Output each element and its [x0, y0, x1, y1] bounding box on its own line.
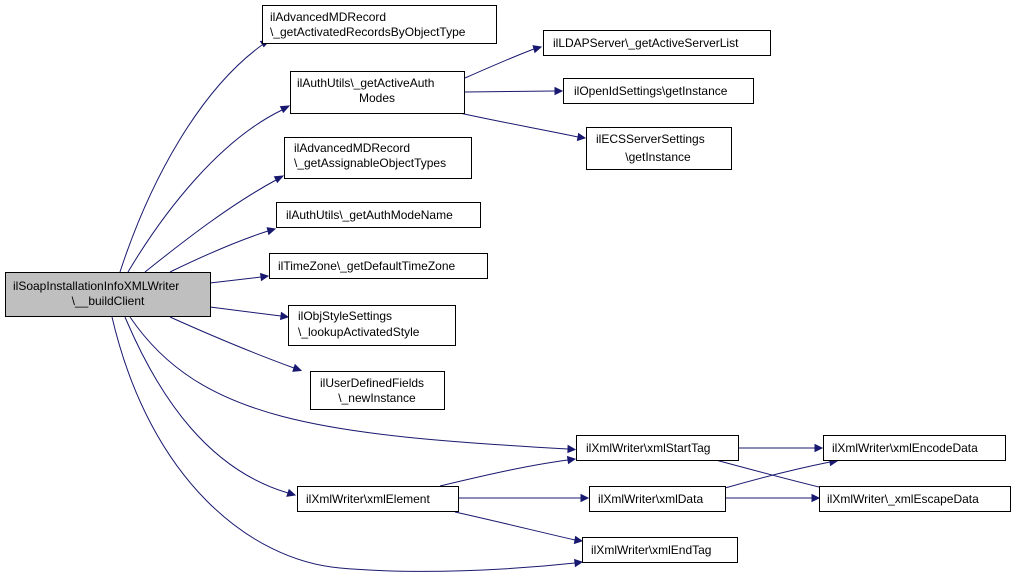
node-root-build-client[interactable]: ilSoapInstallationInfoXMLWriter \__build… — [5, 272, 211, 317]
svg-text:ilSoapInstallationInfoXMLWrite: ilSoapInstallationInfoXMLWriter — [13, 279, 179, 293]
edge-root-to-xml-element — [124, 316, 297, 497]
edge-xml-data-to-escape-data — [726, 493, 821, 503]
svg-text:\getInstance: \getInstance — [625, 150, 691, 164]
svg-text:ilTimeZone\_getDefaultTimeZone: ilTimeZone\_getDefaultTimeZone — [278, 259, 456, 273]
svg-text:ilXmlWriter\xmlEncodeData: ilXmlWriter\xmlEncodeData — [832, 441, 978, 455]
svg-text:ilOpenIdSettings\getInstance: ilOpenIdSettings\getInstance — [574, 84, 728, 98]
edge-root-to-lookup-activated-style — [209, 306, 290, 321]
node-get-auth-mode-name[interactable]: ilAuthUtils\_getAuthModeName — [276, 202, 481, 228]
edge-auth-modes-to-ecs — [454, 111, 587, 142]
node-xml-start-tag[interactable]: ilXmlWriter\xmlStartTag — [576, 435, 739, 461]
svg-text:ilECSServerSettings: ilECSServerSettings — [596, 132, 705, 146]
node-xml-encode-data[interactable]: ilXmlWriter\xmlEncodeData — [823, 435, 1006, 461]
svg-text:ilAuthUtils\_getAuthModeName: ilAuthUtils\_getAuthModeName — [286, 208, 453, 222]
node-xml-end-tag[interactable]: ilXmlWriter\xmlEndTag — [582, 537, 738, 563]
edge-root-to-get-default-timezone — [209, 272, 270, 284]
edge-root-to-get-auth-mode-name — [169, 227, 277, 273]
svg-text:\_getAssignableObjectTypes: \_getAssignableObjectTypes — [294, 156, 446, 170]
svg-text:ilAdvancedMDRecord: ilAdvancedMDRecord — [294, 141, 410, 155]
edge-element-to-xml-data — [458, 493, 590, 503]
svg-text:ilXmlWriter\xmlData: ilXmlWriter\xmlData — [598, 492, 703, 506]
edge-root-to-get-activated-records — [119, 40, 271, 273]
svg-text:\_newInstance: \_newInstance — [338, 391, 416, 405]
node-ldap-get-active-server-list[interactable]: ilLDAPServer\_getActiveServerList — [543, 30, 771, 56]
node-xml-escape-data[interactable]: ilXmlWriter\_xmlEscapeData — [819, 486, 1011, 512]
svg-text:\_getActivatedRecordsByObjectT: \_getActivatedRecordsByObjectType — [270, 25, 466, 39]
svg-text:\_lookupActivatedStyle: \_lookupActivatedStyle — [298, 325, 420, 339]
svg-text:ilLDAPServer\_getActiveServerL: ilLDAPServer\_getActiveServerList — [553, 36, 739, 50]
edge-element-to-end-tag — [454, 511, 584, 545]
edge-root-to-get-active-auth-modes — [127, 105, 291, 273]
svg-text:ilObjStyleSettings: ilObjStyleSettings — [298, 309, 392, 323]
svg-text:ilUserDefinedFields: ilUserDefinedFields — [320, 376, 424, 390]
svg-text:ilXmlWriter\_xmlEscapeData: ilXmlWriter\_xmlEscapeData — [827, 492, 979, 506]
edge-auth-modes-to-openid — [464, 86, 564, 96]
node-ecs-server-settings-get-instance[interactable]: ilECSServerSettings \getInstance — [586, 127, 732, 170]
node-get-default-timezone[interactable]: ilTimeZone\_getDefaultTimeZone — [269, 253, 488, 279]
node-get-assignable-object-types[interactable]: ilAdvancedMDRecord \_getAssignableObject… — [284, 137, 472, 179]
svg-text:ilXmlWriter\xmlElement: ilXmlWriter\xmlElement — [306, 492, 430, 506]
node-get-activated-records-by-object-type[interactable]: ilAdvancedMDRecord \_getActivatedRecords… — [262, 5, 497, 44]
svg-text:ilAdvancedMDRecord: ilAdvancedMDRecord — [270, 10, 386, 24]
node-xml-data[interactable]: ilXmlWriter\xmlData — [589, 486, 726, 512]
node-lookup-activated-style[interactable]: ilObjStyleSettings \_lookupActivatedStyl… — [288, 305, 456, 346]
edge-element-to-start-tag — [439, 455, 577, 487]
node-get-active-auth-modes[interactable]: ilAuthUtils\_getActiveAuth Modes — [290, 71, 465, 114]
svg-text:ilXmlWriter\xmlEndTag: ilXmlWriter\xmlEndTag — [591, 543, 711, 557]
edge-root-to-xml-end-tag — [111, 316, 584, 572]
svg-text:Modes: Modes — [359, 91, 395, 105]
edge-xml-data-to-encode-data — [724, 457, 839, 489]
edge-auth-modes-to-ldap — [464, 45, 543, 79]
svg-text:ilXmlWriter\xmlStartTag: ilXmlWriter\xmlStartTag — [586, 441, 710, 455]
node-openid-get-instance[interactable]: ilOpenIdSettings\getInstance — [563, 78, 754, 104]
node-user-defined-fields-new-instance[interactable]: ilUserDefinedFields \_newInstance — [310, 371, 445, 410]
edge-root-to-user-defined-fields — [169, 316, 303, 372]
node-xml-element[interactable]: ilXmlWriter\xmlElement — [297, 486, 459, 512]
svg-text:\__buildClient: \__buildClient — [72, 294, 145, 308]
edge-root-to-xml-start-tag — [129, 316, 577, 454]
edge-root-to-get-assignable-object-types — [144, 175, 285, 273]
svg-text:ilAuthUtils\_getActiveAuth: ilAuthUtils\_getActiveAuth — [297, 76, 434, 90]
edge-start-tag-to-encode-data — [738, 443, 824, 453]
